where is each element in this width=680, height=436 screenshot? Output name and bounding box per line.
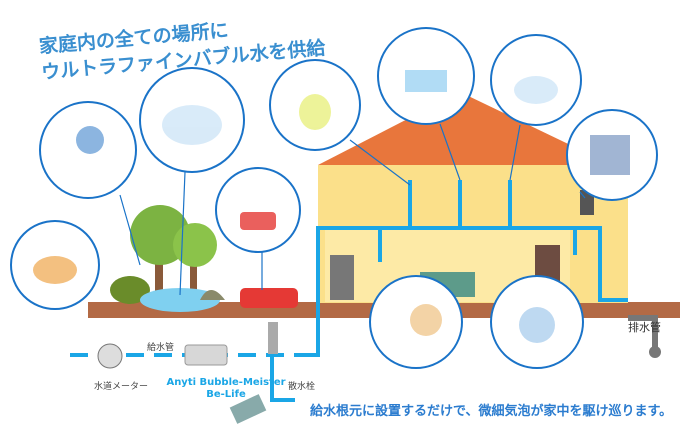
lantern (200, 290, 225, 300)
caption: 給水根元に設置するだけで、微細気泡が家中を駆け巡ります。 (310, 404, 673, 419)
pond (140, 288, 220, 312)
water-meter-label: 水道メーター (94, 382, 149, 392)
supply-pipe-label: 給水管 (147, 343, 175, 353)
faucet-icon (268, 322, 278, 354)
faucet-label: 散水栓 (288, 382, 316, 392)
car (240, 288, 298, 308)
roof (318, 92, 612, 165)
hose-box-icon (229, 394, 267, 424)
drain-pipe-label: 排水管 (628, 321, 661, 334)
water-meter-icon (97, 343, 123, 369)
drain-pipe (628, 315, 658, 352)
bubble-device-icon (184, 344, 228, 366)
product-name: Anyti Bubble-Meister (166, 377, 286, 388)
tree (173, 223, 217, 267)
product-label: Anyti Bubble-Meister Be-Life (156, 377, 296, 401)
bubble-carwash (215, 167, 301, 253)
product-sub: Be-Life (206, 389, 246, 400)
